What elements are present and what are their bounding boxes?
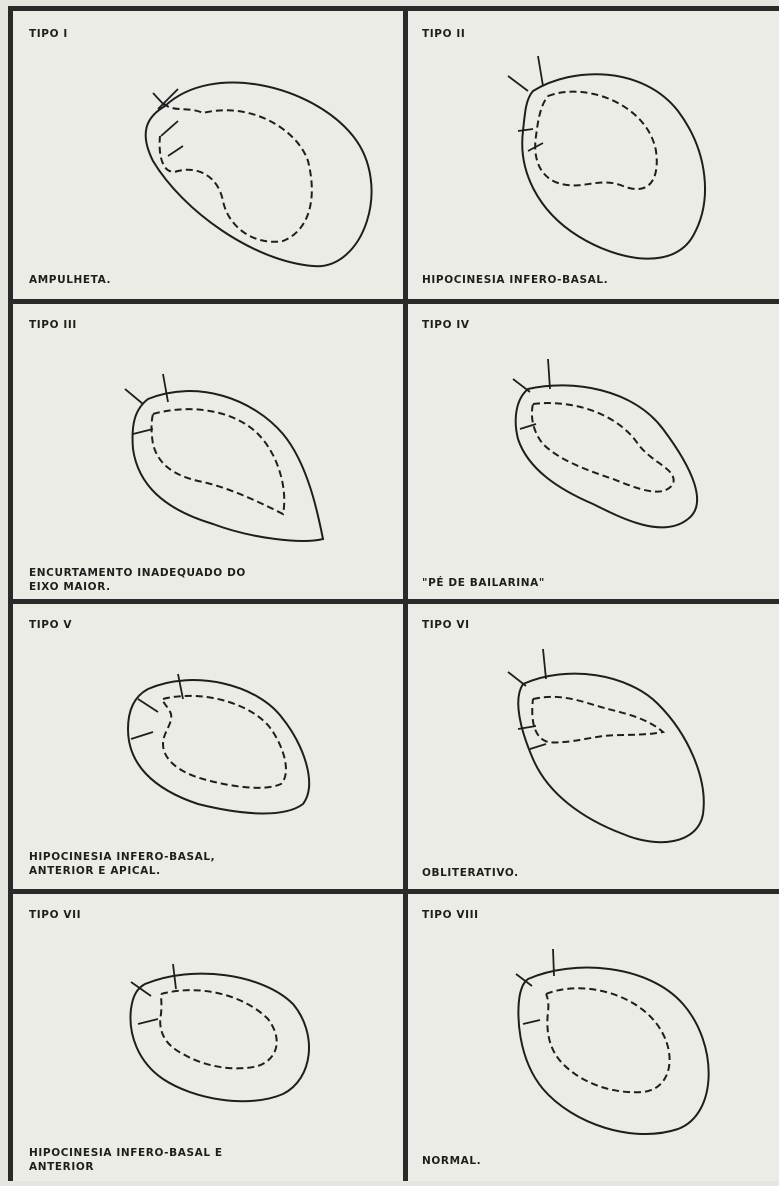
panel-caption: HIPOCINESIA INFERO-BASAL, ANTERIOR E API…: [29, 850, 215, 878]
panel-caption: NORMAL.: [422, 1154, 481, 1168]
panel-caption: ENCURTAMENTO INADEQUADO DO EIXO MAIOR.: [29, 566, 246, 594]
ventricle-outline-8: [408, 894, 779, 1186]
ventricle-outline-7: [13, 894, 403, 1186]
panel-caption: HIPOCINESIA INFERO-BASAL.: [422, 273, 608, 287]
panel-tipo-8: TIPO VIII NORMAL.: [408, 894, 779, 1186]
panel-tipo-3: TIPO III ENCURTAMENTO INADEQUADO DO EIXO…: [13, 304, 403, 599]
ventricle-outline-5: [13, 604, 403, 889]
ventricle-outline-3: [13, 304, 403, 599]
ventricle-outline-2: [408, 11, 779, 299]
panel-tipo-7: TIPO VII HIPOCINESIA INFERO-BASAL E ANTE…: [13, 894, 403, 1186]
panel-tipo-5: TIPO V HIPOCINESIA INFERO-BASAL, ANTERIO…: [13, 604, 403, 889]
ventricle-outline-4: [408, 304, 779, 599]
panel-caption: OBLITERATIVO.: [422, 866, 519, 880]
panel-caption: AMPULHETA.: [29, 273, 111, 287]
ventricle-outline-6: [408, 604, 779, 889]
ventricle-outline-1: [13, 11, 403, 299]
panel-tipo-1: TIPO I AMPULHETA.: [13, 11, 403, 299]
panel-tipo-4: TIPO IV "PÉ DE BAILARINA": [408, 304, 779, 599]
panel-caption: HIPOCINESIA INFERO-BASAL E ANTERIOR: [29, 1146, 223, 1174]
panel-tipo-6: TIPO VI OBLITERATIVO.: [408, 604, 779, 889]
panel-caption: "PÉ DE BAILARINA": [422, 576, 545, 590]
panel-tipo-2: TIPO II HIPOCINESIA INFERO-BASAL.: [408, 11, 779, 299]
ventriculogram-figure: TIPO I AMPULHETA. TIPO II HIPOCINESIA IN…: [8, 6, 779, 1181]
